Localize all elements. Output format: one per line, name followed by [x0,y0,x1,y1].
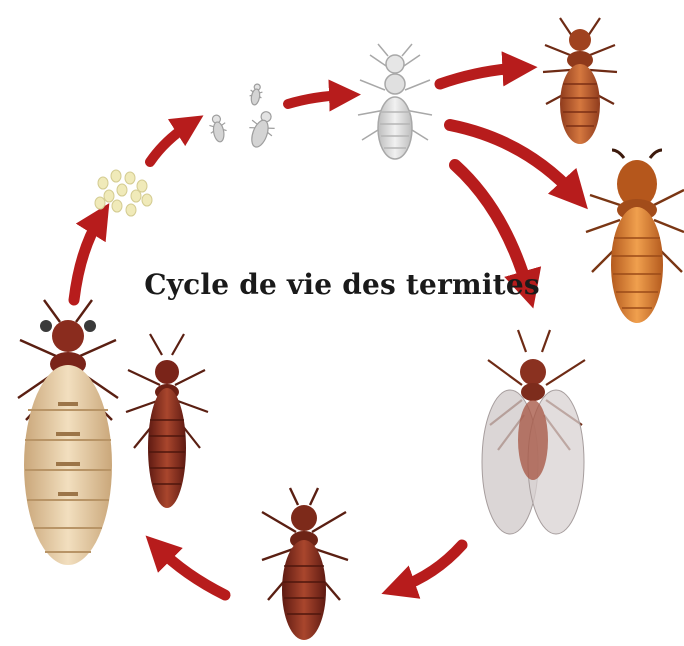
queen-termite-icon [18,300,118,565]
arrow-larvae-to-nymph [288,95,345,104]
larva-icon [208,83,279,151]
egg-cluster-icon [95,170,152,216]
arrow-eggs-to-larvae [150,124,190,162]
arrow-nymph-to-worker [440,68,520,84]
arrow-alate-to-dealate [398,545,462,588]
king-termite-icon [126,334,208,508]
arrow-dealate-to-royals [158,548,225,595]
winged-termite-icon [482,330,585,534]
diagram-title: Cycle de vie des termites [0,268,684,301]
nymph-icon [358,44,432,159]
dealate-termite-icon [262,488,348,640]
worker-termite-icon [543,18,617,144]
